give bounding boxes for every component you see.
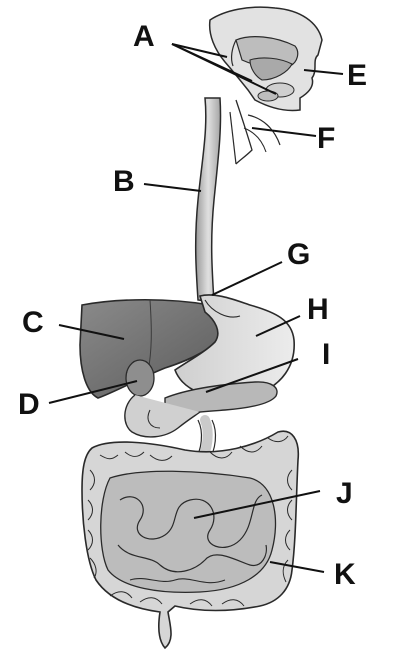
label-g: G <box>287 240 310 270</box>
leader-b <box>144 184 201 191</box>
label-b: B <box>113 167 135 197</box>
label-c: C <box>22 308 44 338</box>
small-intestine <box>101 471 276 592</box>
label-e: E <box>347 61 367 91</box>
leader-g <box>212 262 282 295</box>
label-f: F <box>317 124 335 154</box>
label-a: A <box>133 22 155 52</box>
label-d: D <box>18 390 40 420</box>
label-i: I <box>322 340 330 370</box>
head-mouth-region <box>210 7 322 164</box>
label-k: K <box>334 560 356 590</box>
leader-f <box>252 128 316 136</box>
label-j: J <box>336 479 353 509</box>
gallbladder <box>126 360 154 396</box>
label-h: H <box>307 295 329 325</box>
pharynx <box>236 100 252 164</box>
esophagus <box>196 98 221 302</box>
